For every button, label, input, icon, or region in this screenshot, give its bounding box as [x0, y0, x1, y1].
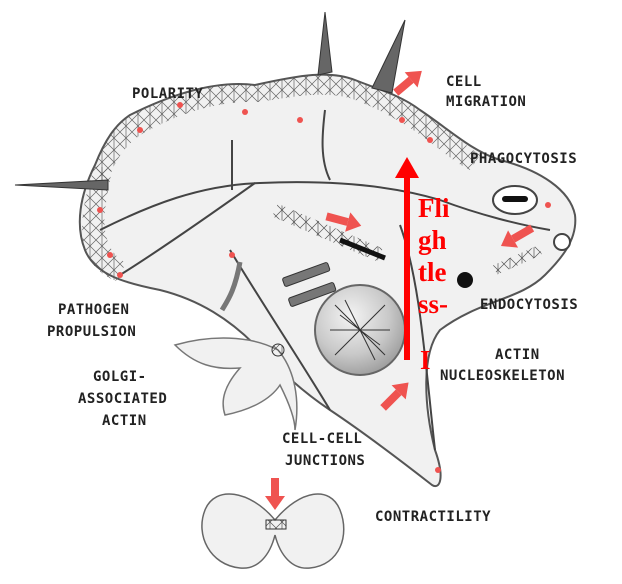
overlay-text-line-3: tle	[418, 256, 446, 288]
label-associated: ASSOCIATED	[78, 391, 167, 408]
label-migration: MIGRATION	[446, 94, 526, 111]
contractility-arrow	[265, 478, 285, 510]
label-cell: CELL	[446, 74, 482, 91]
label-junctions: JUNCTIONS	[285, 453, 365, 470]
cell-body	[80, 75, 576, 487]
label-cell-cell: CELL-CELL	[282, 431, 362, 448]
label-pathogen: PATHOGEN	[58, 302, 129, 319]
label-phagocytosis: PHAGOCYTOSIS	[470, 151, 577, 168]
contractile-ring	[266, 520, 286, 529]
label-contractility: CONTRACTILITY	[375, 509, 491, 526]
label-actin-right: ACTIN	[495, 347, 540, 364]
overlay-text-line-4: ss-	[418, 288, 448, 320]
label-polarity: POLARITY	[132, 86, 203, 103]
label-actin-left: ACTIN	[102, 413, 147, 430]
filopodium-top	[318, 12, 332, 75]
golgi-actin-knot	[272, 344, 284, 356]
label-endocytosis: ENDOCYTOSIS	[480, 297, 578, 314]
filopodium-left	[15, 180, 108, 190]
filopodium-top-right	[372, 20, 405, 93]
vesicle	[554, 234, 570, 250]
label-nucleoskeleton: NUCLEOSKELETON	[440, 368, 565, 385]
phagosome-cargo	[502, 196, 528, 202]
overlay-text-line-5: I	[420, 344, 431, 376]
label-propulsion: PROPULSION	[47, 324, 136, 341]
label-golgi: GOLGI-	[93, 369, 147, 386]
endosome	[457, 272, 473, 288]
overlay-text-line-1: Fli	[418, 192, 450, 224]
overlay-text-line-2: gh	[418, 224, 447, 256]
